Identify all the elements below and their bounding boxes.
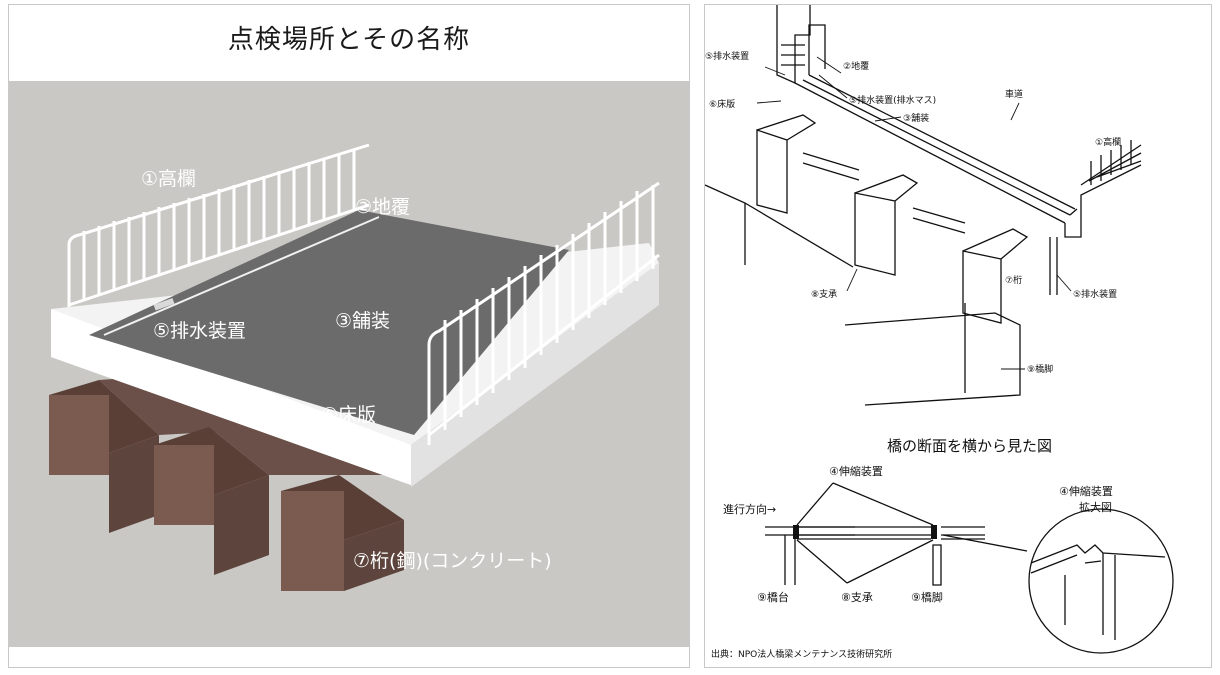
bridge-3d-illustration: ①高欄 ②地覆 ③舗装 ⑤排水装置 ⑥床版 ⑦桁(鋼)(コンクリート) <box>9 81 689 647</box>
label-slab: ⑥床版 <box>709 98 735 110</box>
label-girder: ⑦桁(鋼)(コンクリート) <box>353 550 552 572</box>
label-abutment: ⑨橋台 <box>757 590 789 604</box>
label-railing: ①高欄 <box>141 168 196 190</box>
label-railing: ①高欄 <box>1095 136 1121 148</box>
left-railing <box>67 143 370 307</box>
label-pier: ⑨橋脚 <box>1027 363 1053 375</box>
label-slab: ⑥床版 <box>321 404 376 426</box>
label-joint: ④伸縮装置 <box>829 464 883 478</box>
top-structure-lines <box>705 5 1142 406</box>
label-drain-top: ⑤排水装置 <box>705 50 749 62</box>
pavement-surface <box>89 210 569 435</box>
label-side-pier: ⑨橋脚 <box>911 590 943 604</box>
lane-line <box>103 216 380 336</box>
section-title: 橋の断面を横から見た図 <box>887 437 1052 455</box>
joint-markers <box>793 525 937 539</box>
label-drainage: ⑤排水装置 <box>153 320 246 342</box>
bridge-3d-panel: 点検場所とその名称 <box>8 4 690 668</box>
leader-lines <box>756 56 1072 370</box>
label-joint-zoom: ④伸縮装置 <box>1059 484 1113 498</box>
source-credit: 出典：NPO法人橋梁メンテナンス技術研究所 <box>711 648 892 660</box>
label-direction: 進行方向→ <box>723 502 776 516</box>
label-curb: ②地覆 <box>355 196 410 218</box>
label-girder: ⑦桁 <box>1005 274 1022 286</box>
label-zoom-view: 拡大図 <box>1079 500 1112 514</box>
label-curb: ②地覆 <box>843 60 869 72</box>
bridge-line-drawing: ②地覆 ⑤排水装置 ⑤排水装置(排水マス) ⑥床版 ③舗装 車道 ①高欄 ⑦桁 … <box>705 5 1174 660</box>
label-side-bearing: ⑧支承 <box>841 591 873 604</box>
label-bearing: ⑧支承 <box>811 288 837 300</box>
label-pavement: ③舗装 <box>903 112 929 124</box>
drainage-grate <box>153 297 175 311</box>
label-drain-side: ⑤排水装置 <box>1073 288 1117 300</box>
label-drain-basin: ⑤排水装置(排水マス) <box>849 94 936 106</box>
bridge-cross-section-panel: ②地覆 ⑤排水装置 ⑤排水装置(排水マス) ⑥床版 ③舗装 車道 ①高欄 ⑦桁 … <box>704 4 1212 668</box>
right-railing <box>427 181 660 445</box>
side-view-lines <box>765 482 1174 654</box>
label-pavement: ③舗装 <box>335 310 390 332</box>
label-carriageway: 車道 <box>1005 88 1023 100</box>
panel-title: 点検場所とその名称 <box>227 25 471 55</box>
